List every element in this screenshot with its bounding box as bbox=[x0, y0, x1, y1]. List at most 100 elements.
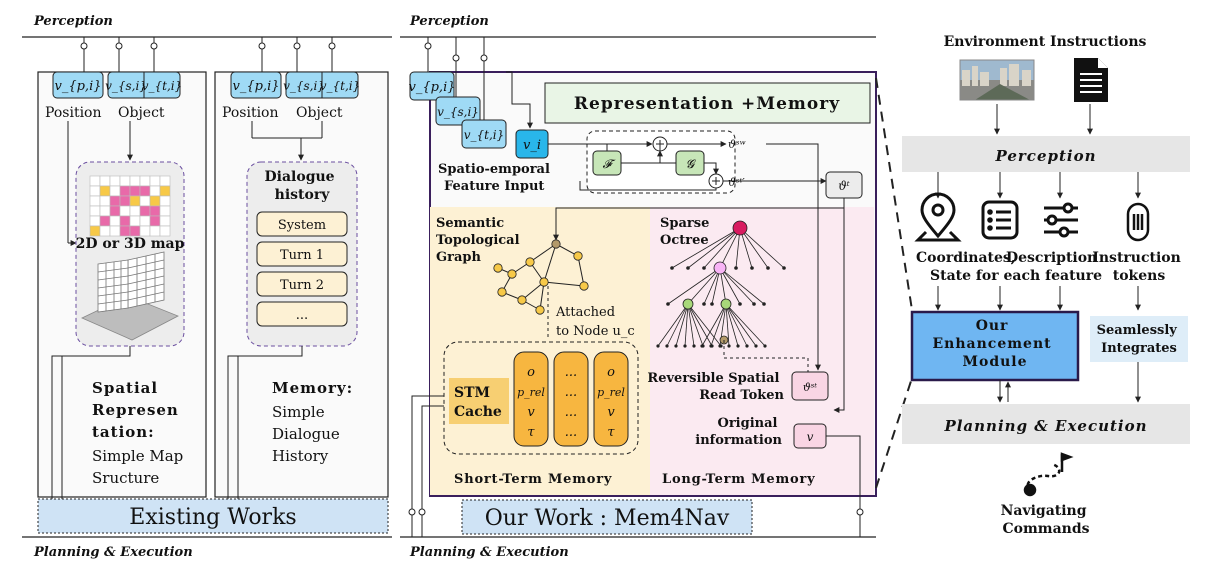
octree-edge bbox=[719, 227, 741, 269]
memory-token-v-s-label: v_{s,i} bbox=[283, 79, 325, 93]
octree-leaf bbox=[782, 266, 786, 270]
octree-leaf bbox=[763, 344, 767, 348]
stm-entry-field: v bbox=[527, 405, 535, 420]
octree-leaf bbox=[665, 344, 669, 348]
map-cell bbox=[109, 175, 121, 187]
token-icon bbox=[1126, 202, 1150, 242]
map-cell bbox=[89, 215, 101, 227]
graph-edge bbox=[543, 243, 557, 283]
map-cell bbox=[139, 215, 151, 227]
dialogue-turn bbox=[256, 271, 348, 297]
stm-entry-field: ... bbox=[565, 405, 577, 420]
octree-edge bbox=[675, 303, 689, 347]
octree-edge bbox=[701, 303, 727, 347]
dialogue-turn bbox=[256, 301, 348, 327]
token-stack-v-s bbox=[435, 96, 481, 126]
stm-entry-field: τ bbox=[607, 425, 615, 440]
octree-edge bbox=[657, 303, 689, 347]
map-cell bbox=[109, 215, 121, 227]
perception-label-mid: Perception bbox=[409, 14, 489, 29]
planning-band-label: Planning & Execution bbox=[943, 417, 1147, 435]
octree-edge bbox=[687, 303, 722, 347]
svg-text:v_{t,i}: v_{t,i} bbox=[464, 128, 505, 142]
stg-label: Semantic Topological Graph bbox=[436, 216, 524, 265]
original-info-symbol: v bbox=[807, 430, 814, 444]
map-cell bbox=[99, 205, 111, 217]
octree-leaf bbox=[692, 344, 696, 348]
map-cell bbox=[89, 195, 101, 207]
token-v-p bbox=[52, 71, 104, 99]
octree-edge bbox=[666, 303, 689, 347]
stm-entry-field: ... bbox=[565, 425, 577, 440]
existing-works-label: Existing Works bbox=[129, 505, 296, 530]
attached-label: Attached to Node u_c bbox=[555, 305, 635, 339]
map-cell bbox=[99, 175, 111, 187]
map-cell bbox=[139, 205, 151, 217]
octree-edge bbox=[684, 303, 689, 347]
dialogue-turn bbox=[256, 211, 348, 237]
memory-desc: Simple Dialogue History bbox=[272, 403, 345, 465]
map-cell bbox=[139, 225, 151, 237]
map-cell bbox=[99, 185, 111, 197]
sparse-octree bbox=[656, 220, 786, 348]
map-cell bbox=[109, 205, 121, 217]
octree-leaf bbox=[674, 344, 678, 348]
map-cell bbox=[119, 215, 131, 227]
stm-cache-label: STM Cache bbox=[454, 385, 502, 420]
octree-leaf bbox=[754, 344, 758, 348]
stm-entry-field: ... bbox=[565, 365, 577, 380]
long-term-memory-region bbox=[650, 207, 874, 495]
memory-token-v-p bbox=[230, 71, 282, 99]
map-cell bbox=[129, 215, 141, 227]
3d-map-icon bbox=[81, 251, 179, 341]
map-cell bbox=[149, 225, 161, 237]
octree-leaf bbox=[752, 302, 756, 306]
octree-edge bbox=[739, 227, 785, 269]
navigating-commands-label: Navigating Commands bbox=[1001, 503, 1092, 537]
map-cell bbox=[129, 205, 141, 217]
memory-token-row: v_{p,i} v_{s,i} v_{t,i} bbox=[230, 71, 360, 99]
read-token-label: Reversible Spatial Read Token bbox=[647, 371, 784, 403]
map-cell bbox=[159, 205, 171, 217]
memory-object-label: Object bbox=[296, 105, 343, 121]
graph-node bbox=[535, 305, 545, 315]
map-label: 2D or 3D map bbox=[76, 236, 185, 252]
map-cell bbox=[89, 205, 101, 217]
map-cell bbox=[89, 185, 101, 197]
octree-edge bbox=[703, 267, 721, 305]
octree-edge bbox=[671, 227, 741, 269]
graph-node bbox=[525, 257, 535, 267]
rep-memory-title: Representation +Memory bbox=[574, 94, 840, 114]
list-icon bbox=[981, 200, 1019, 240]
enhancement-module-box bbox=[910, 310, 1080, 382]
stm-entry-field: p_rel bbox=[517, 386, 545, 399]
octree-edge bbox=[687, 227, 741, 269]
octree-edge bbox=[703, 227, 741, 269]
original-info-label: Original information bbox=[695, 416, 782, 448]
transform-block bbox=[586, 130, 736, 194]
map-cell bbox=[119, 225, 131, 237]
perception-band bbox=[902, 136, 1190, 172]
spatial-position-label: Position bbox=[45, 105, 102, 121]
read-token-node bbox=[791, 371, 829, 401]
octree-label: Sparse Octree bbox=[660, 216, 714, 248]
octree-edge bbox=[725, 303, 766, 347]
v-i-label: v_i bbox=[523, 138, 541, 153]
document-icon bbox=[1074, 58, 1108, 102]
map-cell bbox=[109, 225, 121, 237]
graph-node bbox=[507, 269, 517, 279]
feature-input-label: Spatio-emporal Feature Input bbox=[438, 162, 554, 194]
stm-cache-label-bg bbox=[449, 378, 509, 424]
theta-tau-label: ϑᵗ bbox=[838, 179, 850, 193]
dialogue-turn-label: ... bbox=[296, 308, 308, 323]
spatial-desc: Simple Map Sructure bbox=[92, 447, 188, 487]
octree-leaf bbox=[702, 302, 706, 306]
graph-edge bbox=[521, 281, 545, 301]
octree-edge bbox=[687, 303, 704, 347]
octree-edge bbox=[739, 227, 769, 269]
octree-leaf bbox=[670, 266, 674, 270]
octree-leaf bbox=[666, 302, 670, 306]
stm-entry-pill bbox=[513, 351, 549, 447]
